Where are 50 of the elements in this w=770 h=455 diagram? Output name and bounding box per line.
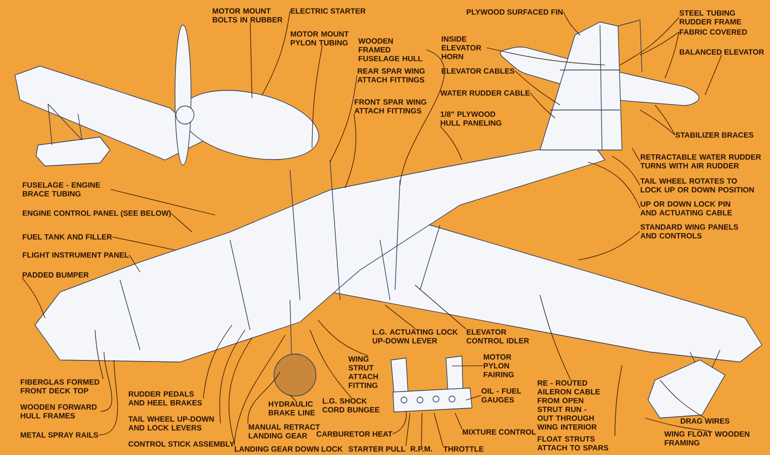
leader-line bbox=[110, 189, 216, 216]
leader-line bbox=[171, 214, 192, 232]
leader-line bbox=[614, 364, 622, 436]
leader-line bbox=[248, 372, 280, 424]
leader-line bbox=[112, 236, 176, 250]
leader-line bbox=[98, 360, 118, 436]
leader-line bbox=[312, 45, 323, 148]
leader-line bbox=[202, 324, 232, 399]
leader-line bbox=[466, 395, 482, 400]
leader-line bbox=[632, 148, 640, 162]
leader-line bbox=[219, 330, 246, 424]
leader-line bbox=[654, 104, 676, 136]
leader-line bbox=[514, 70, 560, 106]
leader-line bbox=[234, 334, 286, 446]
leader-line bbox=[454, 412, 462, 430]
leader-line bbox=[588, 162, 640, 209]
leader-line bbox=[228, 338, 252, 444]
leader-line bbox=[640, 110, 676, 136]
leader-line bbox=[530, 92, 556, 118]
leader-line bbox=[250, 22, 252, 98]
leader-line bbox=[330, 75, 358, 162]
leader-line bbox=[392, 410, 407, 434]
leader-line bbox=[318, 320, 369, 356]
leader-line bbox=[434, 412, 444, 446]
leader-line bbox=[563, 12, 580, 36]
leader-line bbox=[310, 330, 352, 398]
leader-line bbox=[540, 294, 571, 380]
leader-line bbox=[620, 17, 680, 66]
leader-line bbox=[640, 32, 680, 56]
leader-line bbox=[384, 304, 416, 330]
leader-line bbox=[704, 54, 722, 96]
leader-line bbox=[452, 365, 484, 366]
leader-line bbox=[664, 32, 680, 78]
leader-line bbox=[414, 284, 466, 330]
leader-line bbox=[440, 126, 462, 160]
leader-line bbox=[612, 156, 640, 186]
leader-line bbox=[100, 352, 112, 412]
leader-line bbox=[344, 113, 356, 188]
leader-line bbox=[421, 412, 422, 446]
leader-line bbox=[644, 418, 710, 432]
leader-line bbox=[94, 330, 104, 380]
leader-line bbox=[290, 394, 296, 402]
leader-line bbox=[262, 10, 290, 96]
leader-line bbox=[486, 47, 606, 66]
leader-line bbox=[578, 231, 640, 260]
leader-line bbox=[406, 412, 410, 446]
leader-line bbox=[128, 254, 140, 272]
leader-line bbox=[22, 278, 46, 318]
leader-line bbox=[400, 49, 445, 186]
leader-line bbox=[660, 380, 706, 418]
